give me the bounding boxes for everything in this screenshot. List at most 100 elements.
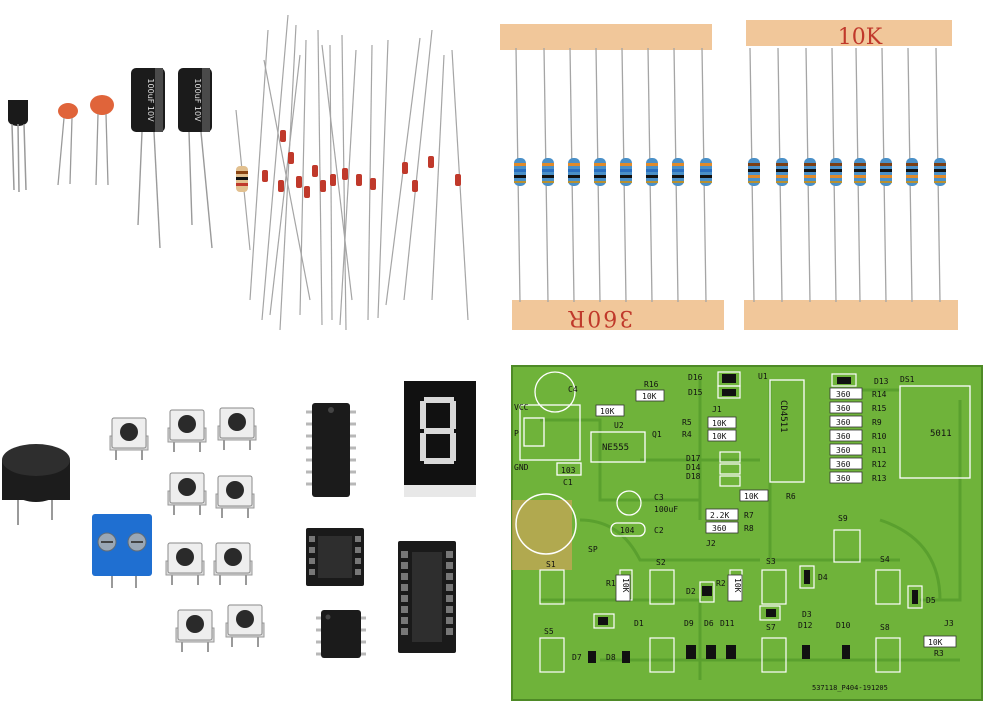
electrolytic-capacitor-1: 100uF 10V xyxy=(131,68,165,249)
resistor-strip-left: 360R xyxy=(500,24,724,330)
ref-p: P xyxy=(514,429,519,438)
resistor xyxy=(672,158,684,186)
ic-socket-16pin xyxy=(398,541,456,653)
ref-d14: D14 xyxy=(686,463,701,472)
ref-d6: D6 xyxy=(704,619,714,628)
diode-bodies xyxy=(262,130,461,198)
ref-s3: S3 xyxy=(766,557,776,566)
c2-value: 104 xyxy=(620,526,635,535)
ref-q1: Q1 xyxy=(652,430,662,439)
ref-d3: D3 xyxy=(802,610,812,619)
ref-r9: R9 xyxy=(872,418,882,427)
buzzer xyxy=(2,444,70,525)
ref-d5: D5 xyxy=(926,596,936,605)
ref-s1: S1 xyxy=(546,560,556,569)
pcb-board xyxy=(511,365,983,701)
r6-value: 10K xyxy=(744,492,759,501)
resistor xyxy=(776,158,788,186)
ref-j2: J2 xyxy=(706,539,716,548)
ref-d10: D10 xyxy=(836,621,851,630)
r4-value: 10K xyxy=(712,432,727,441)
resistor xyxy=(880,158,892,186)
ref-r4: R4 xyxy=(682,430,692,439)
ref-j3: J3 xyxy=(944,619,954,628)
ref-s4: S4 xyxy=(880,555,890,564)
seven-segment-display xyxy=(404,381,476,497)
ref-d12: D12 xyxy=(798,621,813,630)
resistor-bodies xyxy=(514,158,946,186)
ref-s5: S5 xyxy=(544,627,554,636)
ref-u1: U1 xyxy=(758,372,768,381)
ref-d11: D11 xyxy=(720,619,735,628)
ref-r6: R6 xyxy=(786,492,796,501)
ref-d18: D18 xyxy=(686,472,701,481)
display-label: 5011 xyxy=(930,429,952,439)
r1-value: 10K xyxy=(621,578,630,593)
tactile-button xyxy=(213,542,253,585)
ref-r11: R11 xyxy=(872,446,887,455)
ref-r5: R5 xyxy=(682,418,692,427)
pcb-board-id: 537118_P404-191205 xyxy=(812,684,888,692)
ref-d7: D7 xyxy=(572,653,582,662)
resistor xyxy=(514,158,526,186)
ref-d9: D9 xyxy=(684,619,694,628)
single-resistor xyxy=(236,166,248,192)
ref-s8: S8 xyxy=(880,623,890,632)
c1-value: 103 xyxy=(561,466,576,475)
ref-j1: J1 xyxy=(712,405,722,414)
r10-value: 360 xyxy=(836,432,851,441)
ref-r12: R12 xyxy=(872,460,887,469)
r11-value: 360 xyxy=(836,446,851,455)
ref-gnd: GND xyxy=(514,463,529,472)
ref-d8: D8 xyxy=(606,653,616,662)
ic-socket-8pin xyxy=(306,528,364,586)
r5-value: 10K xyxy=(712,419,727,428)
ic-cd4511-label: CD4511 xyxy=(778,400,788,433)
ref-r1: R1 xyxy=(606,579,616,588)
ref-u2: U2 xyxy=(614,421,624,430)
ref-r3: R3 xyxy=(934,649,944,658)
r-10k-a: 10K xyxy=(600,407,615,416)
resistor xyxy=(906,158,918,186)
tape-label-10k: 10K xyxy=(838,25,883,50)
r9-value: 360 xyxy=(836,418,851,427)
resistor xyxy=(700,158,712,186)
tactile-button xyxy=(217,407,257,450)
ref-r16: R16 xyxy=(644,380,659,389)
ref-r10: R10 xyxy=(872,432,887,441)
resistor xyxy=(934,158,946,186)
r8-value: 360 xyxy=(712,524,727,533)
ref-r14: R14 xyxy=(872,390,887,399)
r15-value: 360 xyxy=(836,404,851,413)
r16-value: 10K xyxy=(642,392,657,401)
r7-value: 2.2K xyxy=(710,511,729,520)
ref-r8: R8 xyxy=(744,524,754,533)
ref-d2: D2 xyxy=(686,587,696,596)
resistor xyxy=(646,158,658,186)
tactile-button xyxy=(109,417,149,460)
ref-d13: D13 xyxy=(874,377,889,386)
ref-c2: C2 xyxy=(654,526,664,535)
ref-sp: SP xyxy=(588,545,598,554)
electrolytic-capacitor-2: 100uF 10V xyxy=(178,68,213,249)
terminal-block xyxy=(92,514,152,588)
ref-ds1: DS1 xyxy=(900,375,915,384)
tactile-button xyxy=(165,542,205,585)
resistor-strip-right: 10K xyxy=(744,20,958,330)
ref-s9: S9 xyxy=(838,514,848,523)
resistor xyxy=(830,158,842,186)
ref-vcc: VCC xyxy=(514,403,529,412)
ref-d17: D17 xyxy=(686,454,701,463)
tactile-button xyxy=(167,409,207,452)
ic-8pin xyxy=(316,610,366,658)
ref-c3: C3 xyxy=(654,493,664,502)
ref-r15: R15 xyxy=(872,404,887,413)
ref-c4: C4 xyxy=(568,385,578,394)
ref-r7: R7 xyxy=(744,511,754,520)
r14-value: 360 xyxy=(836,390,851,399)
resistor xyxy=(542,158,554,186)
ceramic-capacitor-small xyxy=(57,103,78,186)
r3-value: 10K xyxy=(928,638,943,647)
r13-value: 360 xyxy=(836,474,851,483)
